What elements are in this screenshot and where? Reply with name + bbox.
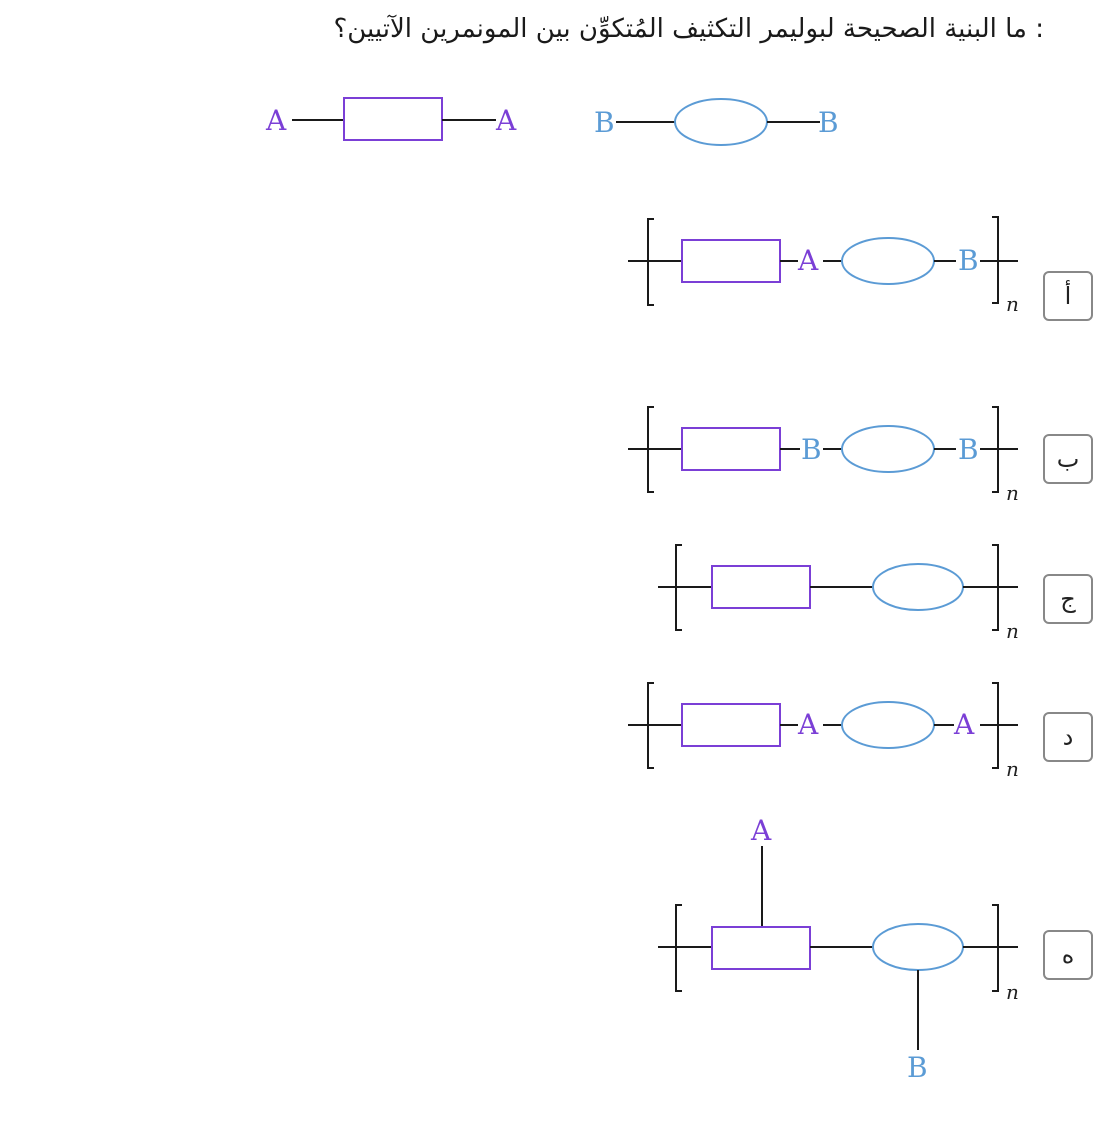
monomer-b-left-label: B <box>594 106 615 139</box>
option-a-end-label: B <box>958 244 979 277</box>
question-text: : ما البنية الصحيحة لبوليمر التكثيف المُ… <box>333 14 1044 44</box>
left-bracket <box>647 682 654 769</box>
left-bracket <box>647 218 654 306</box>
option-c-structure: n <box>658 544 1019 643</box>
monomer-a-right-label: A <box>495 104 517 137</box>
monomer-b-right-label: B <box>818 106 839 139</box>
right-bracket <box>992 904 999 992</box>
option-d-end-label: A <box>953 708 975 741</box>
right-bracket <box>992 682 999 769</box>
right-bracket <box>992 216 999 304</box>
repeat-subscript: n <box>1006 292 1019 316</box>
right-bracket <box>992 544 999 631</box>
monomer-a-rectangle <box>343 97 443 141</box>
left-bracket <box>675 544 682 631</box>
option-d-button[interactable]: د <box>1043 712 1093 762</box>
option-d-link-label: A <box>797 708 819 741</box>
monomer-b: B B <box>594 98 839 146</box>
option-a-button[interactable]: أ <box>1043 271 1093 321</box>
option-b-end-label: B <box>958 433 979 466</box>
option-a-link-label: A <box>797 244 819 277</box>
left-bracket <box>675 904 682 992</box>
option-a-structure: A B n <box>628 216 1019 316</box>
monomer-b-ellipse <box>674 98 768 146</box>
option-c-button[interactable]: ج <box>1043 574 1093 624</box>
repeat-subscript: n <box>1006 619 1019 643</box>
option-e-structure: A n B <box>658 814 1019 1084</box>
option-b-button[interactable]: ب <box>1043 434 1093 484</box>
repeat-subscript: n <box>1006 481 1019 505</box>
option-b-link-label: B <box>801 433 822 466</box>
right-bracket <box>992 406 999 493</box>
option-e-bottom-branch-label: B <box>907 1051 928 1084</box>
repeat-subscript: n <box>1006 757 1019 781</box>
monomer-a-left-label: A <box>265 104 287 137</box>
option-b-structure: B B n <box>628 406 1019 505</box>
repeat-subscript: n <box>1006 980 1019 1004</box>
option-e-button[interactable]: ه <box>1043 930 1093 980</box>
left-bracket <box>647 406 654 493</box>
option-d-structure: A A n <box>628 682 1019 781</box>
option-e-top-branch-label: A <box>750 814 772 847</box>
monomer-a: A A <box>265 97 517 141</box>
